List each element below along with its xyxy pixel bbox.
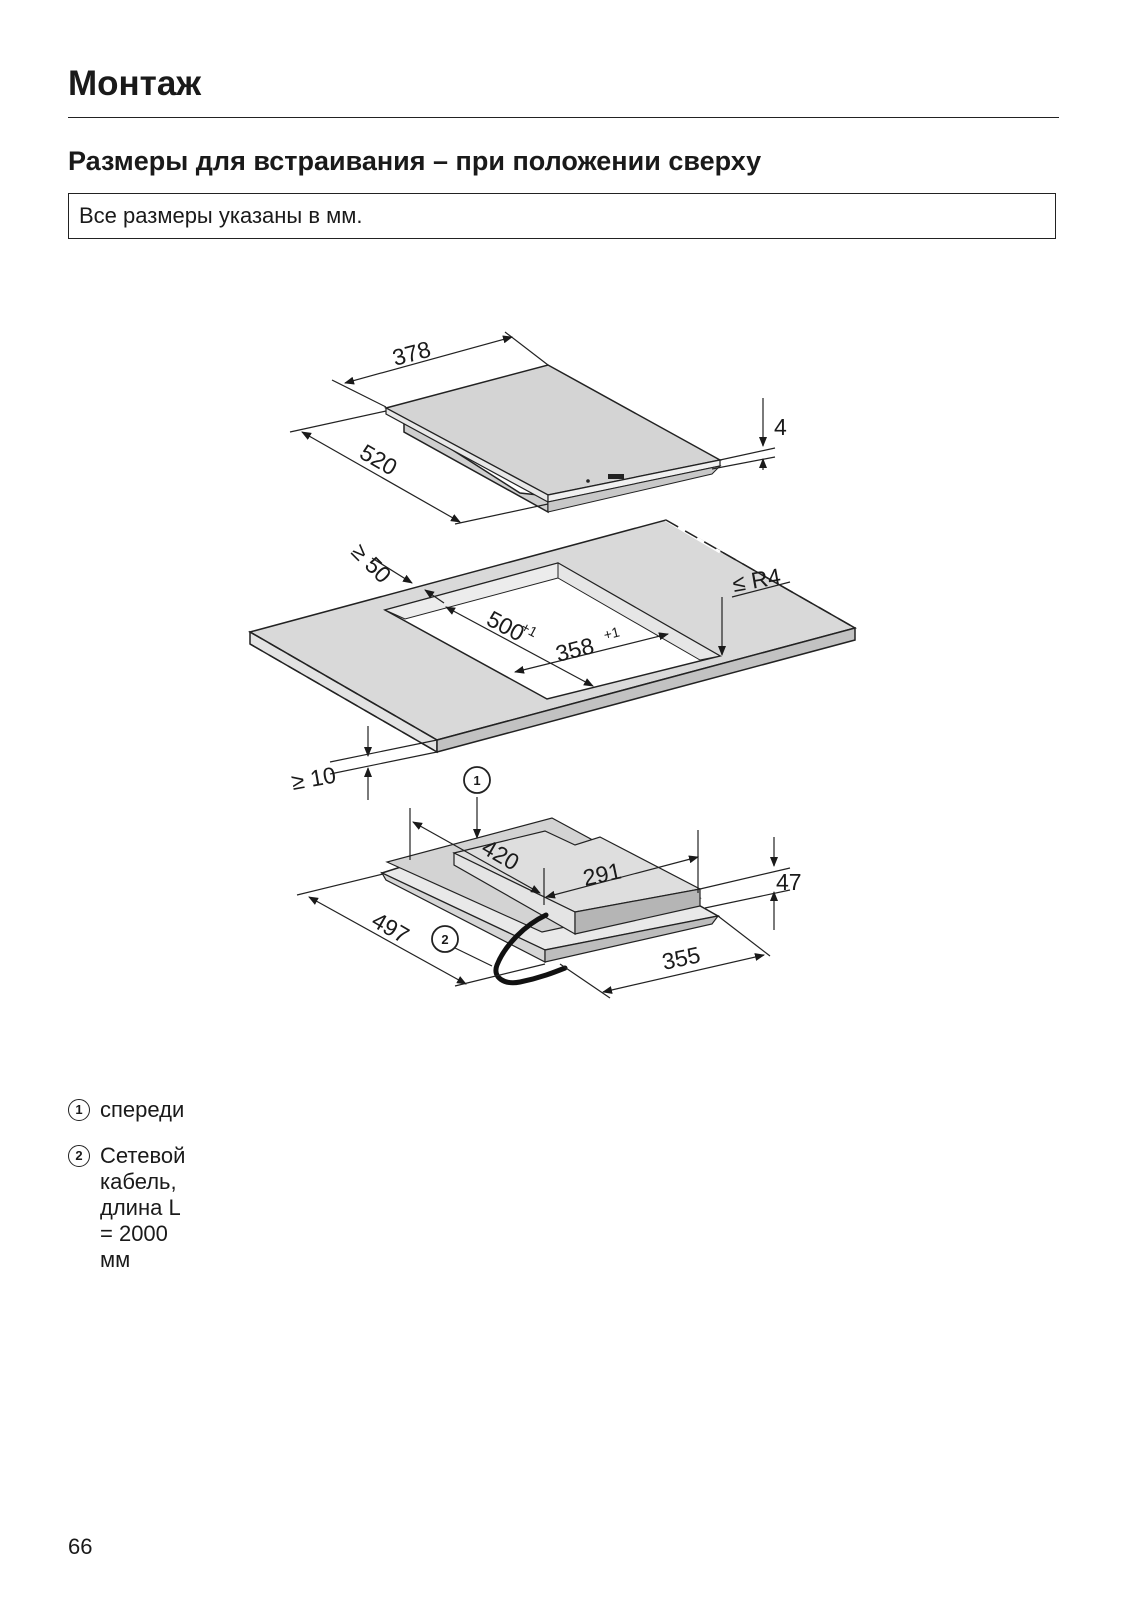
legend-number: 1 — [68, 1099, 90, 1121]
hob-dimension-lines — [289, 331, 776, 525]
hob-glass-top — [383, 364, 723, 514]
legend-text: Сетевой кабель, длина L = 2000 мм — [100, 1143, 186, 1272]
legend-number: 2 — [68, 1145, 90, 1167]
page-number: 66 — [68, 1534, 93, 1559]
worktop — [248, 518, 857, 754]
body-height-label: 47 — [776, 869, 802, 895]
body-depth-label: 497 — [368, 907, 414, 949]
edge-distance-label: ≥ 50 — [346, 538, 396, 588]
callout-marker-1: 1 — [463, 766, 491, 794]
title-divider — [68, 117, 1059, 118]
legend-text: спереди — [100, 1097, 185, 1122]
callout-marker-2: 2 — [431, 925, 493, 967]
cutout-depth-tolerance: +1 — [519, 619, 541, 641]
underside-dimension-lines — [296, 797, 791, 999]
callout-marker-1-number: 1 — [473, 773, 480, 788]
hob-thickness-label: 4 — [774, 414, 787, 440]
units-note: Все размеры указаны в мм. — [79, 203, 363, 228]
section-title: Монтаж — [68, 64, 202, 103]
hob-depth-label: 520 — [356, 439, 402, 481]
worktop-thickness-label: ≥ 10 — [289, 762, 337, 795]
page-subtitle: Размеры для встраивания – при положении … — [68, 146, 762, 176]
hob-width-label: 378 — [390, 336, 434, 371]
units-note-box: Все размеры указаны в мм. — [68, 193, 1056, 239]
callout-marker-2-number: 2 — [441, 932, 448, 947]
cutout-dimension-lines — [329, 557, 791, 800]
installation-dimensions-drawing: 378 520 4 ≥ 50 500 +1 358 +1 ≤ R4 ≥ 10 — [248, 331, 857, 999]
body-width-label: 355 — [660, 941, 703, 974]
cutout-width-tolerance: +1 — [602, 623, 622, 642]
